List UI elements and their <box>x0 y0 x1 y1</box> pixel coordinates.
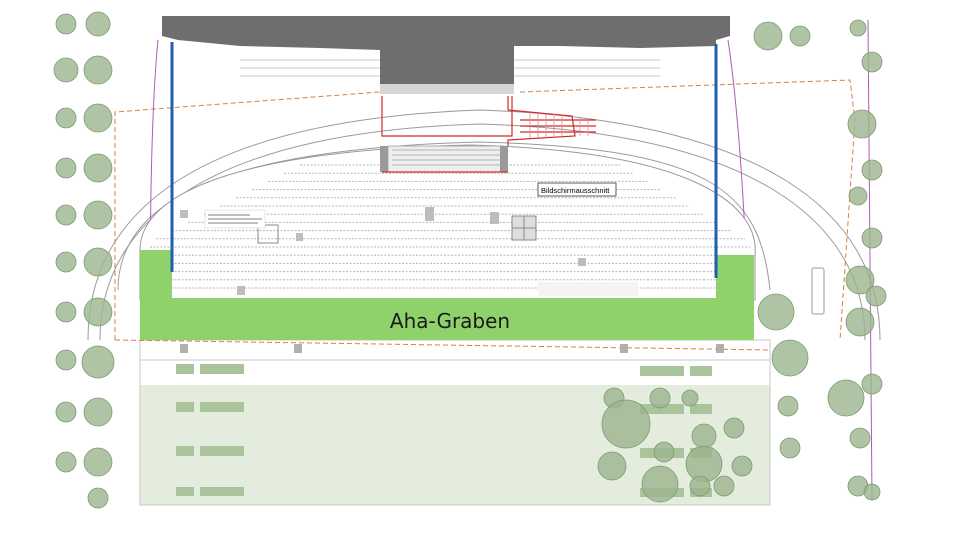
stair-pillar <box>380 146 388 172</box>
tree-icon <box>83 55 113 85</box>
bench-pad <box>200 446 244 456</box>
bench-pad <box>640 404 684 414</box>
bowl-block <box>237 286 245 295</box>
tree-icon <box>55 13 77 35</box>
tree-icon <box>55 251 77 273</box>
tree-icon <box>83 200 113 230</box>
tree-icon <box>753 21 783 51</box>
tree-icon <box>83 153 113 183</box>
stand-roof <box>162 16 730 84</box>
tree-icon <box>861 227 883 249</box>
tree-icon <box>87 487 109 509</box>
tree-icon <box>689 475 711 497</box>
bench-pad <box>200 364 244 374</box>
bench-pad <box>200 487 244 496</box>
tree-icon <box>53 57 79 83</box>
stair-pillar <box>500 146 508 172</box>
central-stairs <box>387 145 505 173</box>
tree-icon <box>55 107 77 129</box>
road-lines <box>87 109 881 341</box>
aha-graben-label: Aha-Graben <box>390 309 510 333</box>
tree-icon <box>777 395 799 417</box>
tree-icon <box>653 441 675 463</box>
tree-icon <box>845 265 875 295</box>
tree-icon <box>83 447 113 477</box>
tree-icon <box>779 437 801 459</box>
right-small-structure <box>811 267 825 315</box>
tree-icon <box>723 417 745 439</box>
bench-pad <box>690 366 712 376</box>
tree-icon <box>865 285 887 307</box>
tree-icon <box>55 451 77 473</box>
tree-icon <box>83 247 113 277</box>
bowl-block <box>578 258 586 266</box>
bench-pad <box>640 366 684 376</box>
bowl-block <box>296 233 303 241</box>
tree-icon <box>83 297 113 327</box>
tree-icon <box>848 186 868 206</box>
tree-icon <box>55 301 77 323</box>
svg-text:Bildschirmausschnitt: Bildschirmausschnitt <box>541 186 610 195</box>
red-stair-hatch <box>529 114 589 138</box>
tree-icon <box>649 387 671 409</box>
tree-icon <box>83 103 113 133</box>
tree-icon <box>55 204 77 226</box>
tree-icon <box>85 11 111 37</box>
tree-icon <box>827 379 865 417</box>
trench-posts <box>180 344 724 353</box>
aha-graben-band <box>140 298 754 340</box>
tree-icon <box>55 349 77 371</box>
bench-pad <box>176 402 194 412</box>
tree-icon <box>601 399 651 449</box>
bench-pad <box>690 404 712 414</box>
bowl-block <box>180 210 188 218</box>
seat-rows <box>150 164 750 289</box>
tree-icon <box>863 483 881 501</box>
tree-icon <box>681 389 699 407</box>
property-line <box>114 79 856 351</box>
tree-icon <box>55 401 77 423</box>
tree-icon <box>849 19 867 37</box>
tree-icon <box>845 307 875 337</box>
tree-icon <box>757 293 795 331</box>
tree-icon <box>847 109 877 139</box>
tree-icon <box>81 345 115 379</box>
tree-icon <box>713 475 735 497</box>
trees <box>53 11 887 509</box>
stand-lower-block <box>380 84 514 94</box>
stand-hatching <box>240 59 660 77</box>
bench-pad <box>200 402 244 412</box>
bowl-cross-square <box>511 215 537 241</box>
tree-icon <box>731 455 753 477</box>
bowl-outline-square <box>257 224 279 244</box>
bench-pad <box>176 487 194 496</box>
tree-icon <box>789 25 811 47</box>
tree-icon <box>83 397 113 427</box>
tree-icon <box>691 423 717 449</box>
tree-icon <box>861 159 883 181</box>
bench-pad <box>176 446 194 456</box>
screenshot-caption: Bildschirmausschnitt <box>537 182 617 197</box>
bowl-block <box>425 207 434 221</box>
red-outline-structure <box>381 96 596 173</box>
bowl-white-panel <box>538 282 638 296</box>
tree-icon <box>641 465 679 503</box>
tree-icon <box>771 339 809 377</box>
bowl-block <box>490 212 499 224</box>
tree-icon <box>597 451 627 481</box>
tree-icon <box>861 51 883 73</box>
bench-pad <box>176 364 194 374</box>
tree-icon <box>55 157 77 179</box>
tree-icon <box>861 373 883 395</box>
main-stand <box>162 16 730 173</box>
tree-icon <box>849 427 871 449</box>
